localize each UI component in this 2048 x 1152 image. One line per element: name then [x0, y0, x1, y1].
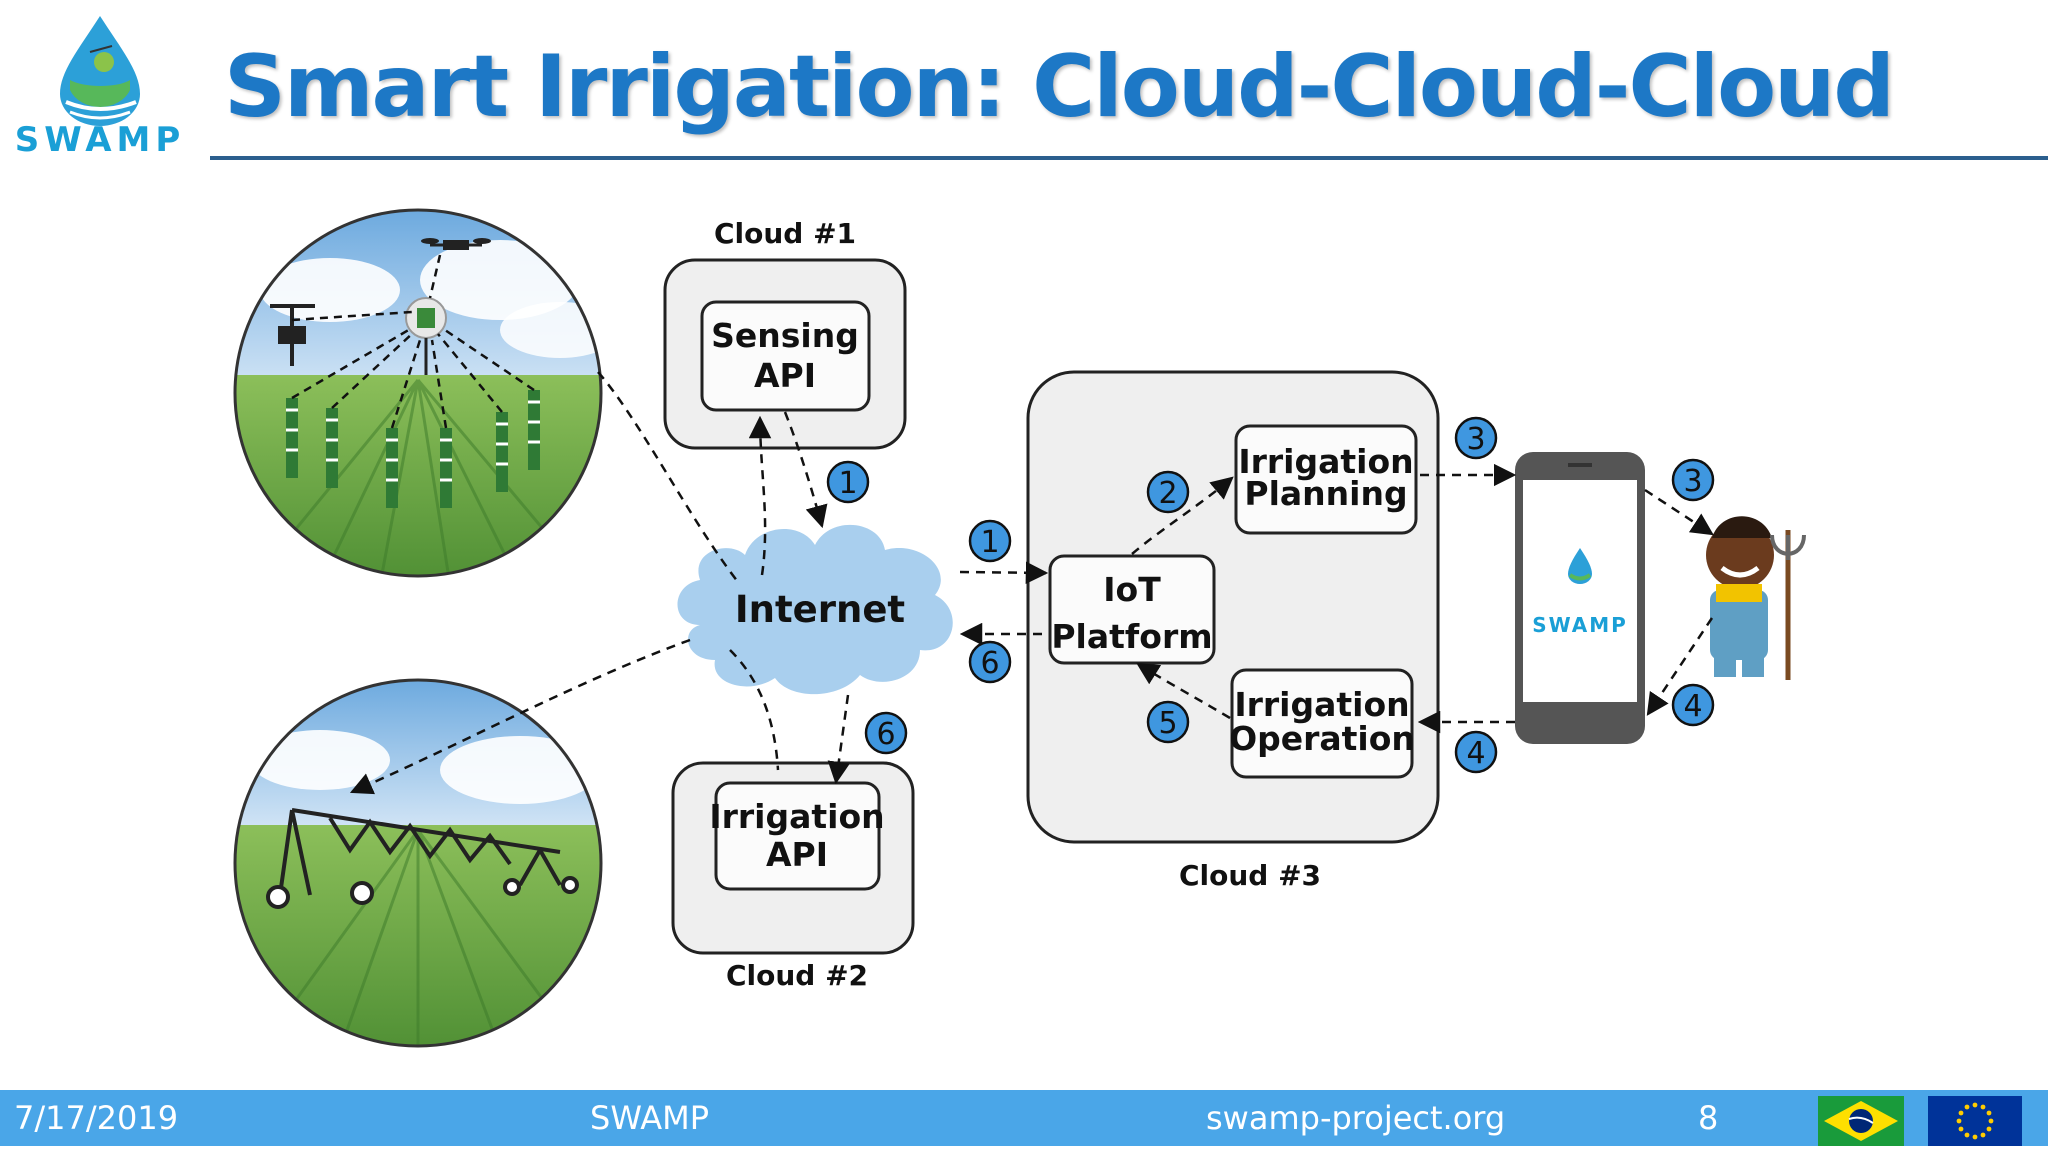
- step-badge: 3: [1671, 458, 1715, 502]
- step-badge: 1: [968, 519, 1012, 563]
- iot-platform-line1: IoT: [1103, 570, 1161, 609]
- weather-station-icon: [270, 304, 315, 366]
- internet-label: Internet: [735, 588, 905, 631]
- internet-cloud: Internet: [677, 524, 953, 695]
- cloud-2-label: Cloud #2: [726, 959, 868, 992]
- irrigation-api-line2: API: [766, 835, 828, 874]
- farmer-icon: [1706, 516, 1806, 680]
- step-badge: 3: [1454, 416, 1498, 460]
- water-drop-logo-icon: [60, 16, 140, 126]
- svg-text:4: 4: [1466, 736, 1485, 771]
- svg-text:1: 1: [838, 466, 857, 501]
- iot-platform-line2: Platform: [1051, 617, 1212, 656]
- eu-flag-icon: [1928, 1096, 2022, 1146]
- gateway-icon: [405, 297, 447, 375]
- svg-text:5: 5: [1158, 706, 1177, 741]
- step-badge: 1: [826, 460, 870, 504]
- svg-text:4: 4: [1683, 689, 1702, 724]
- step-badge: 6: [968, 640, 1012, 684]
- svg-text:1: 1: [980, 525, 999, 560]
- cloud-1: Cloud #1 Sensing API: [663, 217, 907, 450]
- irrigation-operation-line1: Irrigation: [1234, 685, 1409, 724]
- cloud-2: Cloud #2 Irrigation API: [671, 761, 915, 992]
- irrigation-field-image: [233, 678, 603, 1048]
- app-logo-icon: [1568, 548, 1592, 584]
- footer-date: 7/17/2019: [14, 1099, 179, 1137]
- page-number: 8: [1698, 1099, 1719, 1137]
- cloud-3-label: Cloud #3: [1179, 859, 1321, 892]
- irrigation-api-line1: Irrigation: [709, 797, 884, 836]
- iot-platform-box: [1048, 554, 1216, 665]
- step-badge: 4: [1671, 683, 1715, 727]
- sensing-api-line1: Sensing: [711, 316, 859, 355]
- footer-bar: [0, 1090, 2048, 1146]
- step-badge: 6: [864, 711, 908, 755]
- irrigation-operation-box: [1230, 668, 1414, 779]
- sensor-field-image: [233, 208, 603, 578]
- irrigation-planning-line2: Planning: [1244, 474, 1407, 513]
- slide-title: Smart Irrigation: Cloud-Cloud-Cloud: [224, 37, 1895, 137]
- swamp-logo: [8, 10, 193, 160]
- cloud-1-label: Cloud #1: [714, 217, 856, 250]
- irrigation-operation-line2: Operation: [1229, 719, 1415, 758]
- drone-icon: [421, 238, 491, 250]
- irrigation-planning-box: [1234, 424, 1418, 535]
- center-pivot-icon: [266, 808, 579, 909]
- irrigation-planning-line1: Irrigation: [1238, 442, 1413, 481]
- architecture-diagram: Cloud #1 Sensing API Cloud #2 Irrigation…: [233, 208, 1806, 1048]
- sensing-api-line2: API: [754, 356, 816, 395]
- brand-name: SWAMP: [14, 120, 186, 160]
- svg-text:3: 3: [1683, 464, 1702, 499]
- cloud-3: Cloud #3 IoT Platform Irrigation Plannin…: [1026, 370, 1440, 892]
- svg-text:6: 6: [980, 646, 999, 681]
- step-badges: 1 1 2 3 3 4 4 5: [826, 416, 1715, 774]
- footer-url: swamp-project.org: [1206, 1099, 1506, 1137]
- svg-text:2: 2: [1158, 476, 1177, 511]
- svg-text:3: 3: [1466, 422, 1485, 457]
- footer-center-text: SWAMP: [590, 1099, 709, 1137]
- soil-sensors-icon: [286, 390, 540, 508]
- step-badge: 5: [1146, 700, 1190, 744]
- step-badge: 4: [1454, 730, 1498, 774]
- brazil-flag-icon: [1818, 1096, 1904, 1146]
- app-brand-name: SWAMP: [1532, 613, 1628, 637]
- step-badge: 2: [1146, 470, 1190, 514]
- smartphone: SWAMP: [1515, 452, 1645, 744]
- flow-arrows: [349, 371, 1714, 795]
- title-divider: [210, 156, 2048, 160]
- svg-text:6: 6: [876, 717, 895, 752]
